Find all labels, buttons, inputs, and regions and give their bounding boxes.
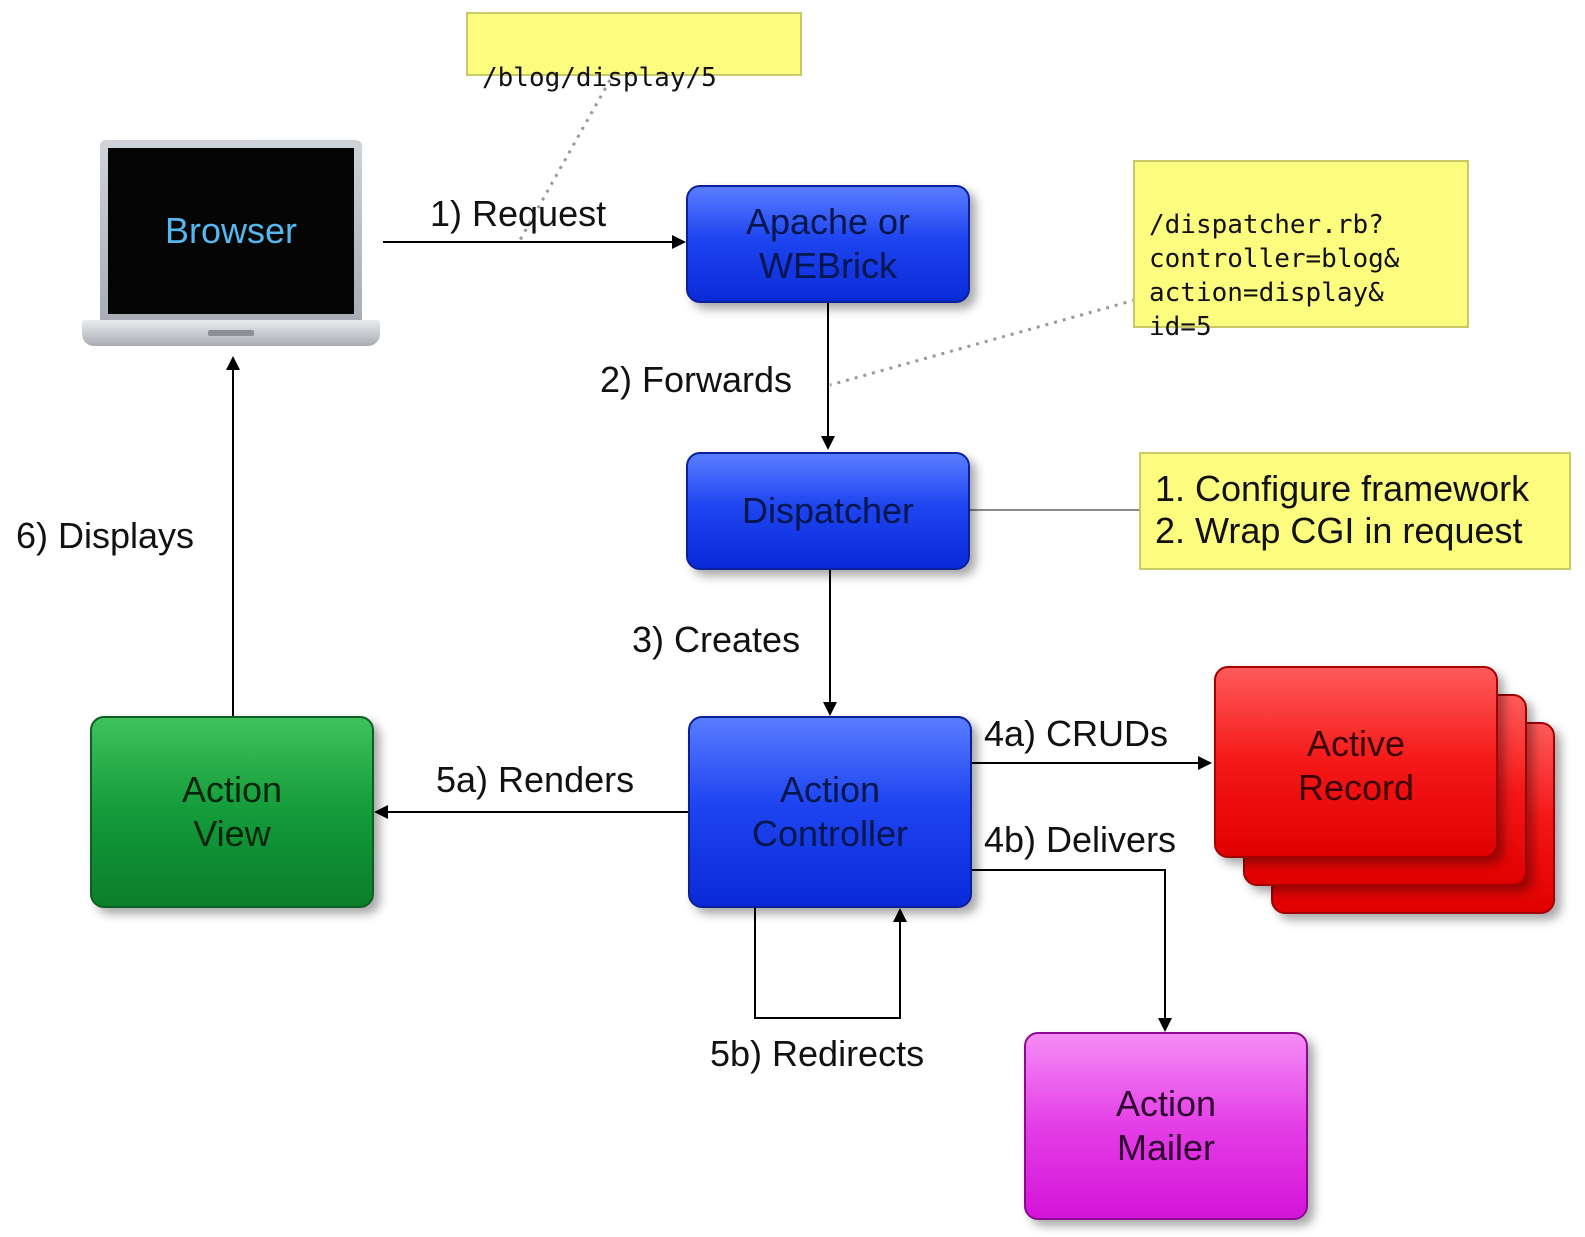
action-view-label: Action View [181, 769, 283, 854]
displays-label: 6) Displays [16, 515, 195, 556]
action-controller-node: Action Controller [688, 716, 972, 908]
browser-label: Browser [108, 148, 354, 314]
apache-node: Apache or WEBrick [686, 185, 970, 303]
dispatcher-steps-note: 1. Configure framework 2. Wrap CGI in re… [1139, 452, 1571, 570]
action-mailer-label: Action Mailer [1115, 1083, 1217, 1168]
redirects-arrow [754, 908, 907, 1019]
url-note-text: /blog/display/5 [482, 63, 717, 93]
renders-label: 5a) Renders [436, 759, 635, 800]
delivers-arrow [972, 869, 1172, 1032]
active-record-label: Active Record [1297, 723, 1415, 808]
apache-label: Apache or WEBrick [745, 201, 911, 286]
request-label: 1) Request [430, 193, 607, 234]
action-controller-label: Action Controller [751, 769, 909, 854]
url-callout-line [518, 79, 612, 241]
dispatcher-node: Dispatcher [686, 452, 970, 570]
creates-label: 3) Creates [632, 619, 801, 660]
dispatcher-url-note: /dispatcher.rb? controller=blog& action=… [1133, 160, 1469, 342]
dispatcher-step-2: 2. Wrap CGI in request [1155, 510, 1523, 551]
delivers-label: 4b) Delivers [984, 819, 1177, 860]
laptop-notch [208, 330, 254, 336]
active-record-node: Active Record [1214, 666, 1498, 858]
action-view-node: Action View [90, 716, 374, 908]
action-mailer-node: Action Mailer [1024, 1032, 1308, 1220]
dispatcher-url-callout-line [829, 298, 1136, 387]
forwards-label: 2) Forwards [600, 359, 793, 400]
cruds-label: 4a) CRUDs [984, 713, 1169, 754]
laptop-screen: Browser [100, 140, 362, 320]
dispatcher-step-1: 1. Configure framework [1155, 468, 1530, 509]
dispatcher-label: Dispatcher [741, 490, 915, 531]
url-note: /blog/display/5 [466, 12, 802, 93]
dispatcher-url-note-text: /dispatcher.rb? controller=blog& action=… [1149, 210, 1400, 342]
redirects-label: 5b) Redirects [710, 1033, 925, 1074]
